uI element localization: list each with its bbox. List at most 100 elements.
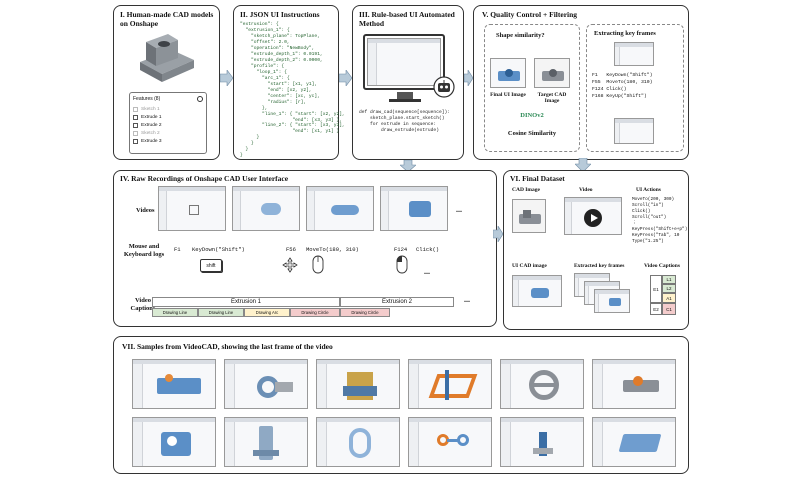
- videos-label: Videos: [136, 207, 155, 214]
- sample-frame: [224, 359, 308, 409]
- timer-icon: [197, 96, 203, 102]
- captions-ellipsis: ...: [464, 295, 470, 304]
- final-ui-label: Final UI Image: [490, 92, 526, 98]
- sample-frame: [592, 417, 676, 467]
- extracted-frame: [594, 289, 630, 313]
- panel-human-cad-models: I. Human-made CAD models on Onshape Feat…: [113, 5, 220, 160]
- sketch-icon: [133, 106, 138, 112]
- dinov2-label: DINOv2: [520, 112, 544, 119]
- panel-rule-based-automation: III. Rule-based UI Automated Method def …: [352, 5, 464, 160]
- extrude-icon: [133, 114, 138, 120]
- panel-raw-recordings: IV. Raw Recordings of Onshape CAD User I…: [113, 170, 497, 327]
- panel-title: II. JSON UI Instructions: [240, 10, 320, 19]
- caption-segment: Drawing Line: [152, 308, 198, 317]
- extrude-icon: [133, 122, 138, 128]
- panel-title: VI. Final Dataset: [510, 174, 565, 183]
- features-label: Features (8): [133, 96, 161, 102]
- move-arrows-icon: [282, 257, 298, 273]
- caption-cell-extrude: E2: [650, 303, 662, 315]
- captions-label: Video Captions: [130, 297, 156, 312]
- caption-segment: Drawing Circle: [340, 308, 390, 317]
- video-frame: [306, 186, 374, 231]
- extrusion-2-header: Extrusion 2: [340, 297, 454, 307]
- feature-item[interactable]: Sketch 2: [133, 129, 203, 137]
- caption-cell: L2: [662, 284, 676, 293]
- video-captions-label: Video Captions: [644, 263, 681, 269]
- caption-segment: Drawing Line: [198, 308, 244, 317]
- sample-frame: [316, 359, 400, 409]
- caption-segment: Drawing Circle: [290, 308, 340, 317]
- extracted-frames-label: Extracted key frames: [574, 263, 625, 269]
- video-frame: [158, 186, 226, 231]
- monitor: [363, 34, 445, 90]
- features-list: Features (8) Sketch 1 Extrude 1 Extrude …: [129, 92, 207, 154]
- ui-cad-thumbnail: [512, 275, 562, 307]
- json-code-block: "extrusion": { "extrusion_1": { "sketch_…: [240, 22, 345, 159]
- panel-title: VII. Samples from VideoCAD, showing the …: [122, 342, 333, 351]
- python-code-block: def draw_cad(sequence[sequence]): sketch…: [359, 110, 450, 133]
- log-frame: F1: [174, 246, 181, 253]
- video-label: Video: [579, 187, 593, 193]
- sample-frame: [500, 417, 584, 467]
- sample-frame: [500, 359, 584, 409]
- mouse-icon: [312, 255, 324, 274]
- caption-cell-extrude: E1: [650, 275, 662, 303]
- arrow-right-icon: [493, 226, 503, 242]
- cad-image-label: CAD Image: [512, 187, 540, 193]
- sketch-icon: [133, 130, 138, 136]
- log-action: Click(): [416, 246, 440, 253]
- panel-json-ui-instructions: II. JSON UI Instructions "extrusion": { …: [233, 5, 345, 160]
- feature-item[interactable]: Extrude 2: [133, 121, 203, 129]
- sample-frame: [316, 417, 400, 467]
- shape-similarity-label: Shape similarity?: [496, 32, 545, 39]
- samples-grid: [132, 359, 678, 469]
- cad-model-3d: [140, 34, 194, 82]
- ui-actions-label: UI Actions: [636, 187, 661, 193]
- cosine-similarity-label: Cosine Similarity: [507, 130, 557, 137]
- sample-frame: [408, 359, 492, 409]
- panel-final-dataset: VI. Final Dataset CAD Image Video UI Act…: [503, 170, 689, 330]
- key-frames-box: [586, 24, 684, 152]
- key-log-list: F1 KeyDown("Shift") F55 MoveTo(180, 310)…: [592, 73, 653, 99]
- monitor-base: [389, 99, 421, 102]
- arrow-right-icon: [339, 70, 352, 86]
- monitor-screen: [367, 38, 441, 86]
- panel-title: III. Rule-based UI Automated Method: [359, 10, 455, 28]
- caption-cell: C1: [662, 303, 676, 315]
- feature-item[interactable]: Extrude 3: [133, 137, 203, 145]
- panel-quality-control: V. Quality Control + Filtering Shape sim…: [473, 5, 689, 160]
- videos-ellipsis: ...: [456, 205, 462, 214]
- feature-item[interactable]: Extrude 1: [133, 113, 203, 121]
- caption-cell: L1: [662, 275, 676, 284]
- feature-item[interactable]: Sketch 1: [133, 105, 203, 113]
- ui-cad-image-label: UI CAD image: [512, 263, 547, 269]
- cad-image-thumbnail: [512, 199, 546, 233]
- arrow-down-icon: [575, 158, 591, 172]
- mouse-click-icon: [396, 255, 408, 274]
- target-cad-thumbnail: [534, 58, 570, 88]
- extrusion-1-header: Extrusion 1: [152, 297, 340, 307]
- extrude-icon: [133, 138, 138, 144]
- caption-segment: Drawing Arc: [244, 308, 290, 317]
- shape-similarity-box: [484, 24, 580, 152]
- video-thumbnail: [564, 197, 622, 235]
- ui-actions-list: MoveTo(200, 300) Scroll("in") Click() Sc…: [632, 197, 688, 244]
- sample-frame: [224, 417, 308, 467]
- panel-title: V. Quality Control + Filtering: [482, 10, 578, 19]
- sample-frame: [132, 359, 216, 409]
- sample-frame: [132, 417, 216, 467]
- sample-frame: [592, 359, 676, 409]
- arrow-right-icon: [220, 70, 233, 86]
- log-frame: F56: [286, 246, 296, 253]
- log-frame: F124: [394, 246, 408, 253]
- logs-label: Mouse and Keyboard logs: [123, 243, 165, 258]
- caption-cell: A1: [662, 293, 676, 303]
- logs-ellipsis: ...: [424, 267, 430, 276]
- monitor-stand: [397, 92, 413, 99]
- play-icon[interactable]: [583, 208, 603, 228]
- video-frame: [380, 186, 448, 231]
- robot-icon: [433, 76, 455, 98]
- sample-frame: [408, 417, 492, 467]
- final-ui-thumbnail: [490, 58, 526, 88]
- shift-key-icon: shift: [200, 259, 222, 272]
